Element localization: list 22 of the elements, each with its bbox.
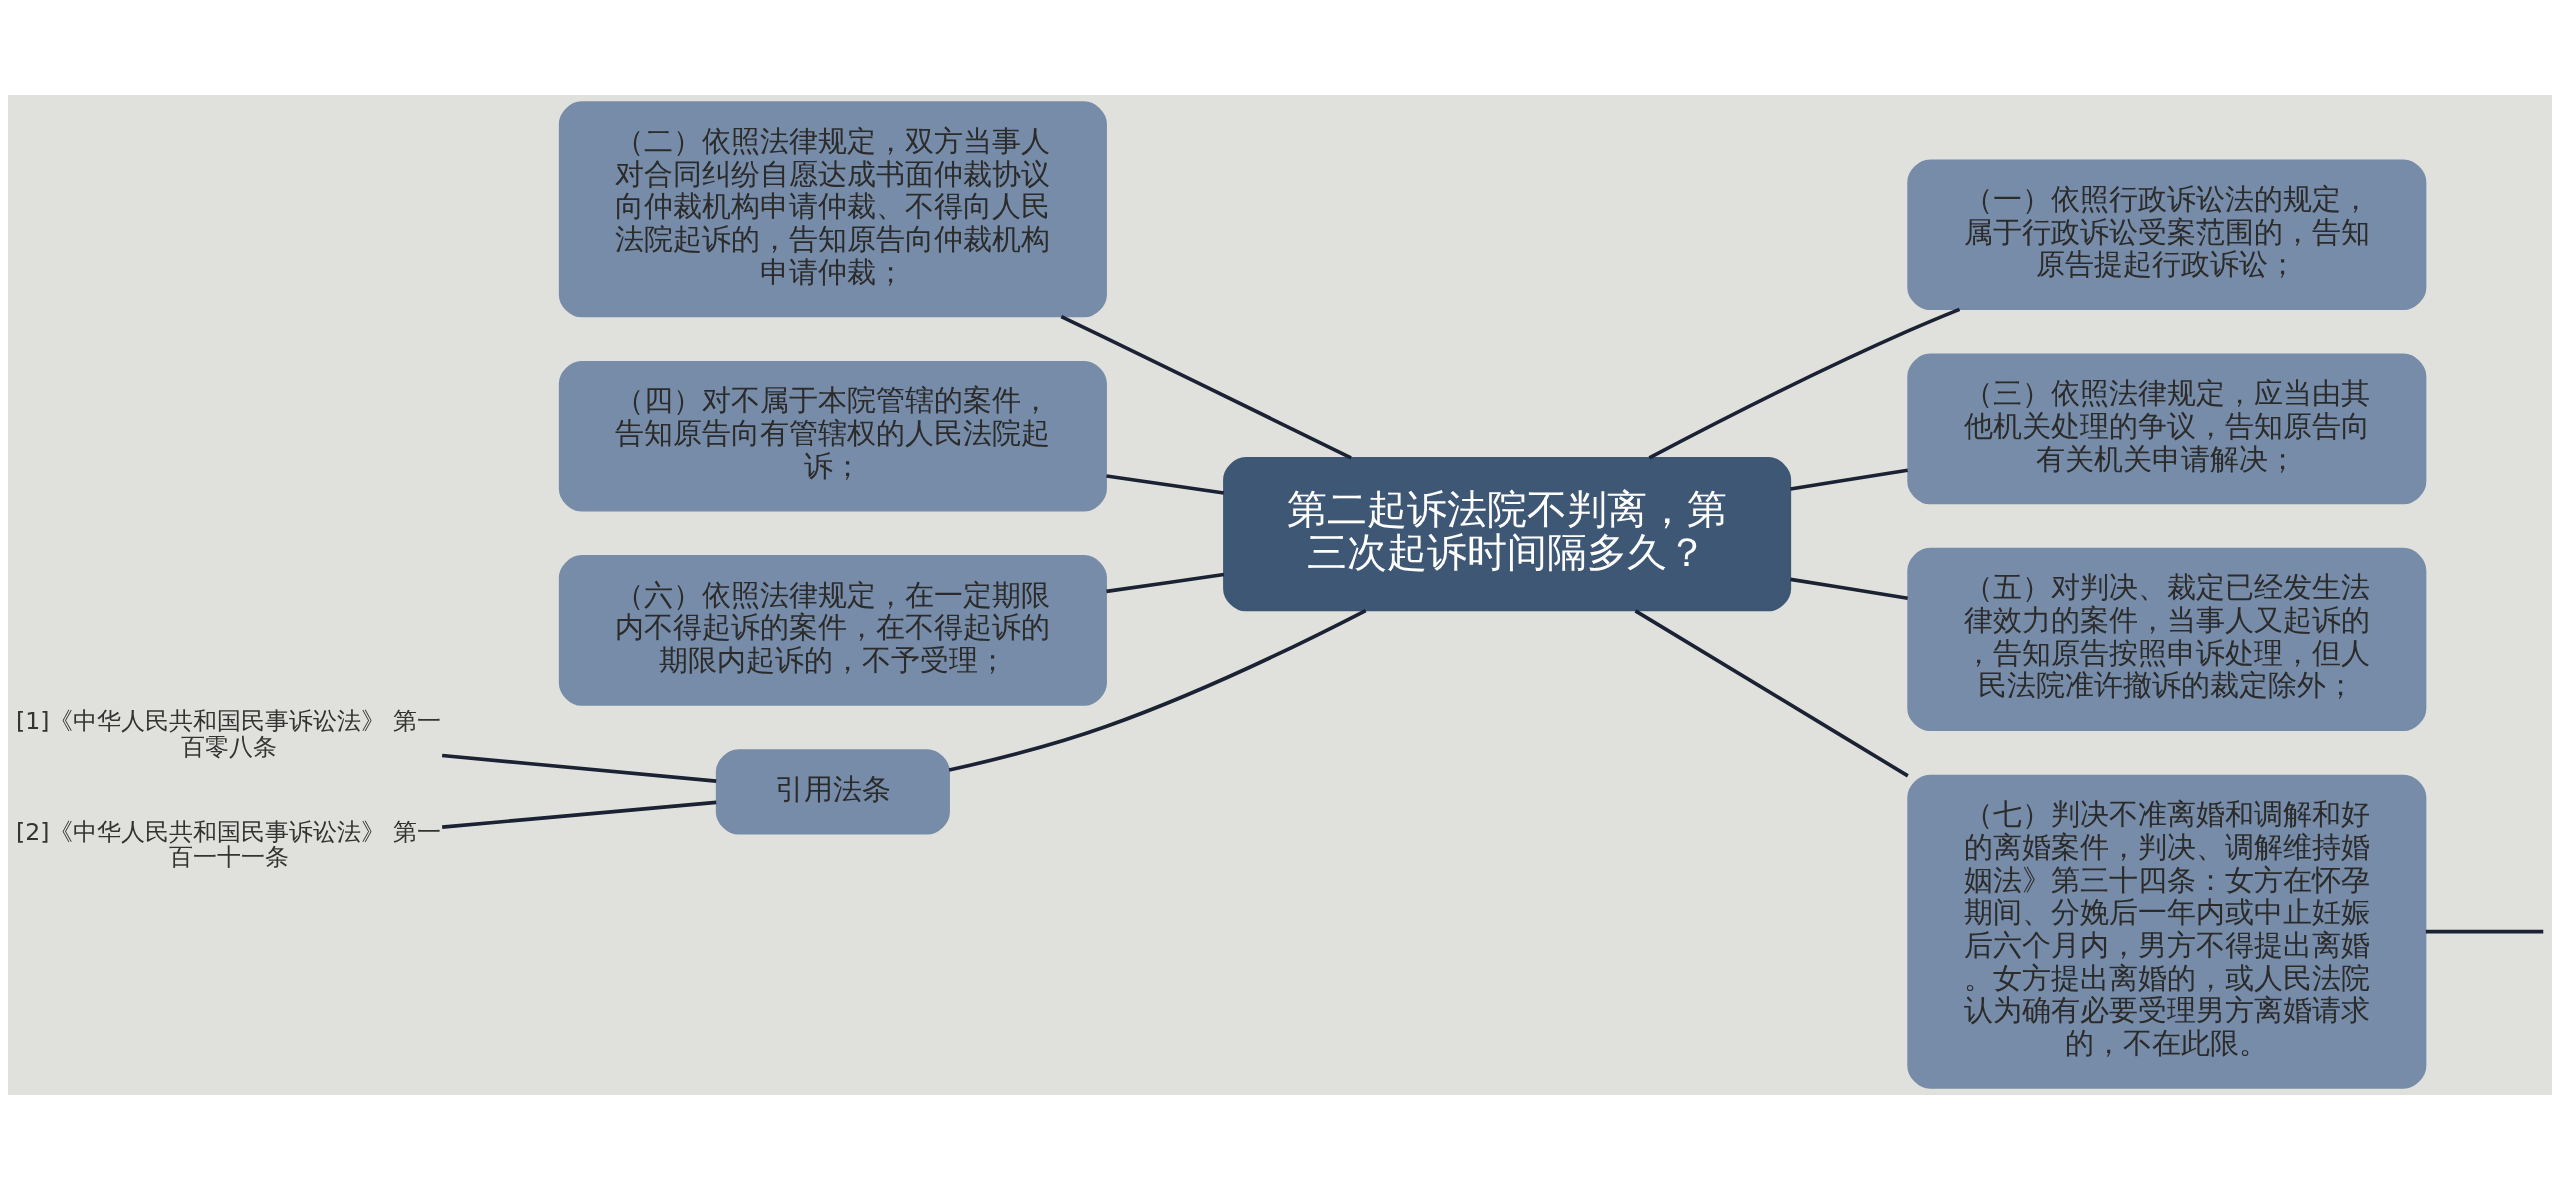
node-text: [2]《中华人民共和国民事诉讼法》 第一百一十一条	[16, 817, 441, 872]
connector	[1634, 609, 1909, 778]
node-box: （二）依照法律规定，双方当事人对合同纠纷自愿达成书面仲裁协议向仲裁机构申请仲裁、不得向人民法院起诉的，告知原告向仲裁机构申请仲裁；	[558, 101, 1107, 318]
node-text: [1]《中华人民共和国民事诉讼法》 第一百零八条	[16, 707, 441, 761]
connector	[2425, 929, 2544, 934]
connector	[948, 608, 1367, 772]
connector	[1106, 474, 1225, 495]
connector	[441, 800, 717, 829]
connector	[441, 753, 717, 783]
connector	[1790, 577, 1908, 600]
connector	[1648, 307, 1961, 460]
node-box: （一）依照行政诉讼法的规定，属于行政诉讼受案范围的，告知原告提起行政诉讼；	[1907, 159, 2427, 311]
connector	[1790, 468, 1908, 491]
node-box: 引用法条	[715, 749, 950, 835]
connector	[1106, 572, 1225, 594]
node-box: （四）对不属于本院管辖的案件，告知原告向有管辖权的人民法院起诉；	[558, 360, 1107, 512]
node-box: （五）对判决、裁定已经发生法律效力的案件，当事人又起诉的，告知原告按照申诉处理，但人民法院准许撤诉的裁定除外；	[1907, 547, 2427, 732]
node-box: （三）依照法律规定，应当由其他机关处理的争议，告知原告向有关机关申请解决；	[1907, 353, 2427, 505]
node-box: 第二起诉法院不判离，第三次起诉时间隔多久？	[1223, 457, 1792, 612]
node-box: （七）判决不准离婚和调解和好的离婚案件，判决、调解维持婚姻法》第三十四条：女方在怀孕期间、分娩后一年内或中止妊娠后六个月内，男方不得提出离婚。女方提出离婚的，或人民法院认为确有必要受理男方离婚请求的，不在此限。	[1907, 774, 2427, 1089]
node-box: （六）依照法律规定，在一定期限内不得起诉的案件，在不得起诉的期限内起诉的，不予受理；	[558, 555, 1107, 706]
connector	[1060, 315, 1352, 460]
